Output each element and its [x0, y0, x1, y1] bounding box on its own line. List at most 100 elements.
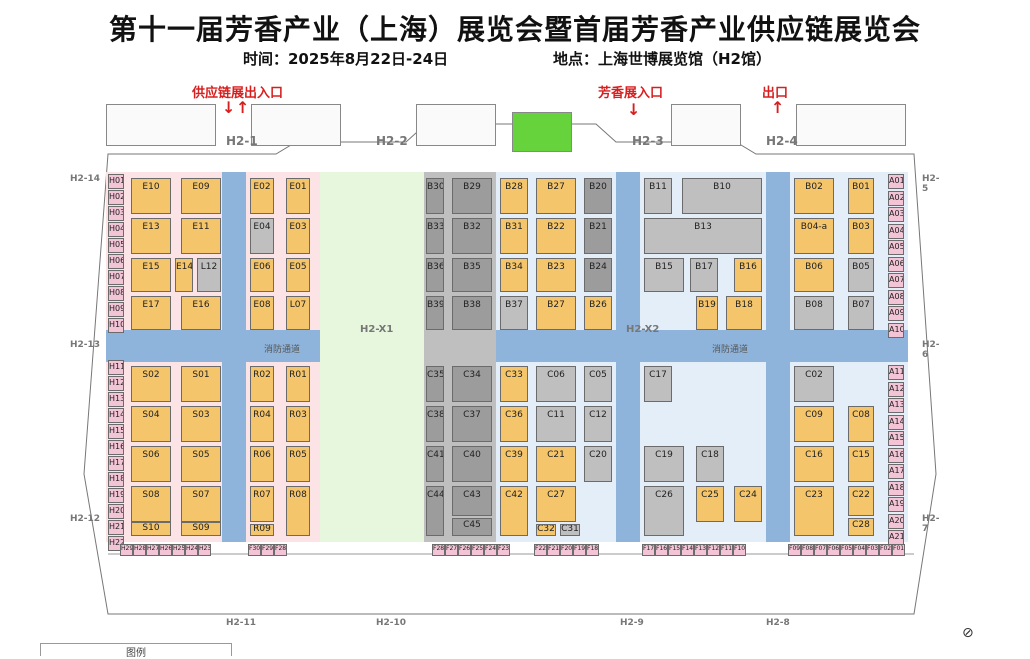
- booth[interactable]: A04: [888, 223, 904, 239]
- booth[interactable]: B19: [696, 296, 718, 330]
- booth[interactable]: F28: [274, 544, 287, 556]
- booth[interactable]: C08: [848, 406, 874, 442]
- booth[interactable]: B18: [726, 296, 762, 330]
- booth[interactable]: B26: [584, 296, 612, 330]
- booth[interactable]: C37: [452, 406, 492, 442]
- booth[interactable]: H19: [108, 488, 124, 503]
- booth[interactable]: F23: [497, 544, 510, 556]
- booth[interactable]: C38: [426, 406, 444, 442]
- booth[interactable]: F10: [733, 544, 746, 556]
- booth[interactable]: B23: [536, 258, 576, 292]
- booth[interactable]: C32: [536, 524, 556, 536]
- booth[interactable]: R09: [250, 524, 274, 536]
- booth[interactable]: F14: [681, 544, 694, 556]
- booth[interactable]: H17: [108, 456, 124, 471]
- booth[interactable]: C24: [734, 486, 762, 522]
- booth[interactable]: B27: [536, 178, 576, 214]
- booth[interactable]: F11: [720, 544, 733, 556]
- booth[interactable]: C18: [696, 446, 724, 482]
- booth[interactable]: H06: [108, 254, 124, 269]
- booth[interactable]: B13: [644, 218, 762, 254]
- booth[interactable]: H11: [108, 360, 124, 375]
- booth[interactable]: C02: [794, 366, 834, 402]
- booth[interactable]: R03: [286, 406, 310, 442]
- booth[interactable]: C19: [644, 446, 684, 482]
- booth[interactable]: S08: [131, 486, 171, 522]
- booth[interactable]: B36: [426, 258, 444, 292]
- booth[interactable]: R04: [250, 406, 274, 442]
- booth[interactable]: B17: [690, 258, 718, 292]
- booth[interactable]: E04: [250, 218, 274, 254]
- booth[interactable]: E09: [181, 178, 221, 214]
- booth[interactable]: B27: [536, 296, 576, 330]
- booth[interactable]: H13: [108, 392, 124, 407]
- booth[interactable]: F12: [707, 544, 720, 556]
- booth[interactable]: B15: [644, 258, 684, 292]
- booth[interactable]: F19: [573, 544, 586, 556]
- booth[interactable]: B04-a: [794, 218, 834, 254]
- booth[interactable]: H08: [108, 286, 124, 301]
- booth[interactable]: C05: [584, 366, 612, 402]
- booth[interactable]: F29: [261, 544, 274, 556]
- booth[interactable]: F07: [814, 544, 827, 556]
- booth[interactable]: F15: [668, 544, 681, 556]
- booth[interactable]: L07: [286, 296, 310, 330]
- booth[interactable]: F05: [840, 544, 853, 556]
- booth[interactable]: E11: [181, 218, 221, 254]
- booth[interactable]: A15: [888, 431, 904, 446]
- booth[interactable]: F27: [445, 544, 458, 556]
- booth[interactable]: H27: [146, 544, 159, 556]
- booth[interactable]: F13: [694, 544, 707, 556]
- booth[interactable]: A21: [888, 530, 904, 545]
- booth[interactable]: H25: [172, 544, 185, 556]
- booth[interactable]: R01: [286, 366, 310, 402]
- booth[interactable]: H01: [108, 174, 124, 189]
- booth[interactable]: A13: [888, 398, 904, 413]
- booth[interactable]: F09: [788, 544, 801, 556]
- booth[interactable]: C11: [536, 406, 576, 442]
- booth[interactable]: B22: [536, 218, 576, 254]
- booth[interactable]: C28: [848, 518, 874, 536]
- booth[interactable]: S09: [181, 522, 221, 536]
- booth[interactable]: C12: [584, 406, 612, 442]
- booth[interactable]: H20: [108, 504, 124, 519]
- booth[interactable]: B24: [584, 258, 612, 292]
- booth[interactable]: F22: [534, 544, 547, 556]
- booth[interactable]: C33: [500, 366, 528, 402]
- booth[interactable]: B08: [794, 296, 834, 330]
- booth[interactable]: F28: [432, 544, 445, 556]
- booth[interactable]: F17: [642, 544, 655, 556]
- booth[interactable]: C25: [696, 486, 724, 522]
- booth[interactable]: E02: [250, 178, 274, 214]
- booth[interactable]: F03: [866, 544, 879, 556]
- booth[interactable]: A20: [888, 513, 904, 529]
- booth[interactable]: F25: [471, 544, 484, 556]
- booth[interactable]: A11: [888, 365, 904, 380]
- booth[interactable]: C27: [536, 486, 576, 522]
- booth[interactable]: C09: [794, 406, 834, 442]
- booth[interactable]: H14: [108, 408, 124, 423]
- booth[interactable]: A18: [888, 480, 904, 496]
- booth[interactable]: F18: [586, 544, 599, 556]
- booth[interactable]: A01: [888, 174, 904, 189]
- booth[interactable]: B39: [426, 296, 444, 330]
- booth[interactable]: A05: [888, 240, 904, 255]
- booth[interactable]: B06: [794, 258, 834, 292]
- booth[interactable]: S10: [131, 522, 171, 536]
- booth[interactable]: E15: [131, 258, 171, 292]
- booth[interactable]: A10: [888, 322, 904, 338]
- booth[interactable]: H23: [198, 544, 211, 556]
- booth[interactable]: B11: [644, 178, 672, 214]
- booth[interactable]: E16: [181, 296, 221, 330]
- booth[interactable]: S06: [131, 446, 171, 482]
- booth[interactable]: B33: [426, 218, 444, 254]
- booth[interactable]: S07: [181, 486, 221, 522]
- booth[interactable]: H29: [120, 544, 133, 556]
- booth[interactable]: H04: [108, 222, 124, 237]
- booth[interactable]: H05: [108, 238, 124, 253]
- booth[interactable]: F02: [879, 544, 892, 556]
- booth[interactable]: S05: [181, 446, 221, 482]
- booth[interactable]: S04: [131, 406, 171, 442]
- booth[interactable]: S03: [181, 406, 221, 442]
- booth[interactable]: C26: [644, 486, 684, 536]
